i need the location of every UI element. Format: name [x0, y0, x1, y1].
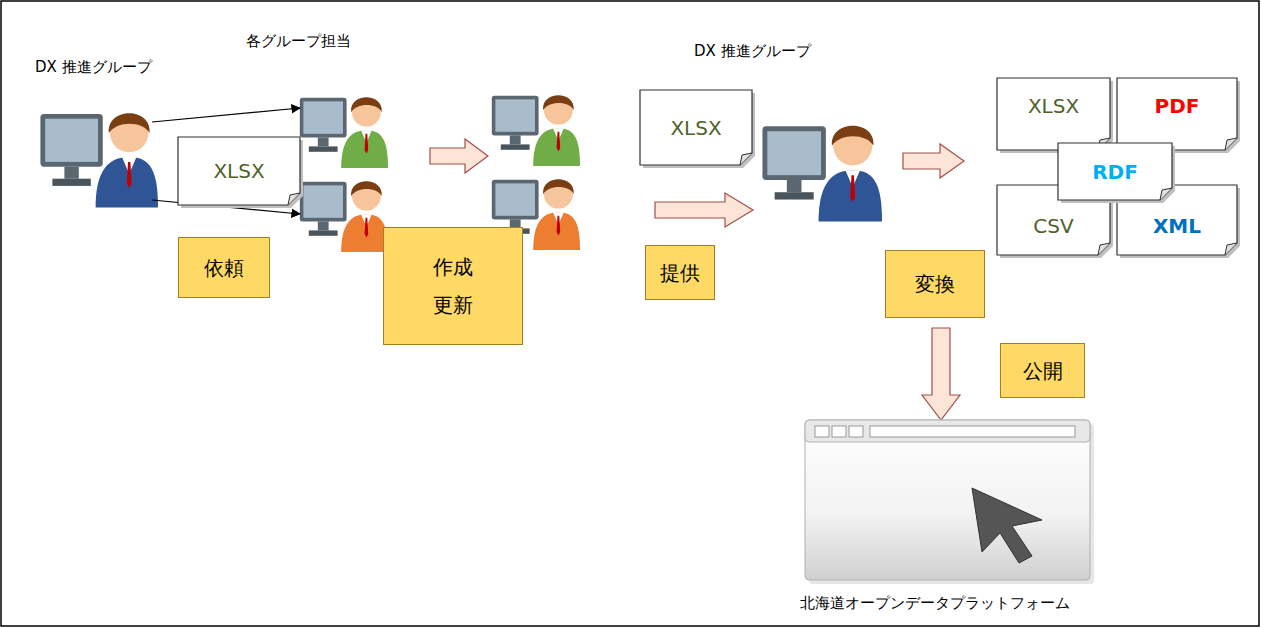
person-icon: [40, 113, 158, 207]
caption-label: DX 推進グループ: [35, 58, 152, 77]
person-icon: [762, 126, 882, 222]
step-box: 公開: [1000, 343, 1085, 398]
file-format: RDF: [1092, 160, 1138, 184]
document-icon: XLSX: [640, 90, 752, 165]
document-sheet: [1058, 143, 1172, 200]
document-sheet: [997, 78, 1110, 150]
file-format: XML: [1153, 214, 1201, 238]
folded-corner: [740, 153, 752, 165]
step-box: 依頼: [178, 237, 270, 298]
document-sheet: [1117, 185, 1237, 255]
document-icon: XLSX: [178, 137, 300, 205]
step-box: 作成 更新: [383, 227, 523, 345]
file-format: XLSX: [213, 159, 264, 183]
folded-corner: [1098, 243, 1110, 255]
folded-corner: [288, 193, 300, 205]
file-format: XLSX: [670, 116, 721, 140]
step-label: 公開: [1023, 359, 1063, 383]
document-icon: PDF: [1117, 78, 1237, 150]
document-sheet: [178, 137, 300, 205]
person-icon: [492, 95, 580, 166]
caption-label: 各グループ担当: [246, 32, 351, 51]
person-icon: [300, 181, 388, 252]
document-sheet: [640, 90, 752, 165]
step-label: 作成 更新: [431, 248, 475, 324]
block-arrow: [655, 193, 753, 227]
document-icon: XLSX: [997, 78, 1110, 150]
block-arrow: [430, 139, 488, 173]
step-label: 提供: [660, 261, 700, 285]
block-arrow: [922, 328, 960, 420]
step-box: 変換: [885, 250, 985, 318]
file-format: XLSX: [1028, 94, 1079, 118]
person-icon: [300, 97, 388, 168]
browser-icon: [805, 420, 1094, 584]
document-icon: RDF: [1058, 143, 1172, 200]
document-sheet: [1117, 78, 1237, 150]
step-box: 提供: [645, 245, 715, 300]
folded-corner: [1225, 138, 1237, 150]
caption-label: DX 推進グループ: [694, 42, 811, 61]
folded-corner: [1225, 243, 1237, 255]
request-arrow: [152, 108, 300, 122]
caption-label: 北海道オープンデータプラットフォーム: [760, 594, 1110, 613]
document-sheet: [997, 185, 1110, 255]
step-label: 変換: [915, 272, 955, 296]
file-format: CSV: [1033, 214, 1073, 238]
file-format: PDF: [1155, 94, 1200, 118]
step-label: 依頼: [204, 256, 244, 280]
block-arrow: [903, 144, 964, 178]
